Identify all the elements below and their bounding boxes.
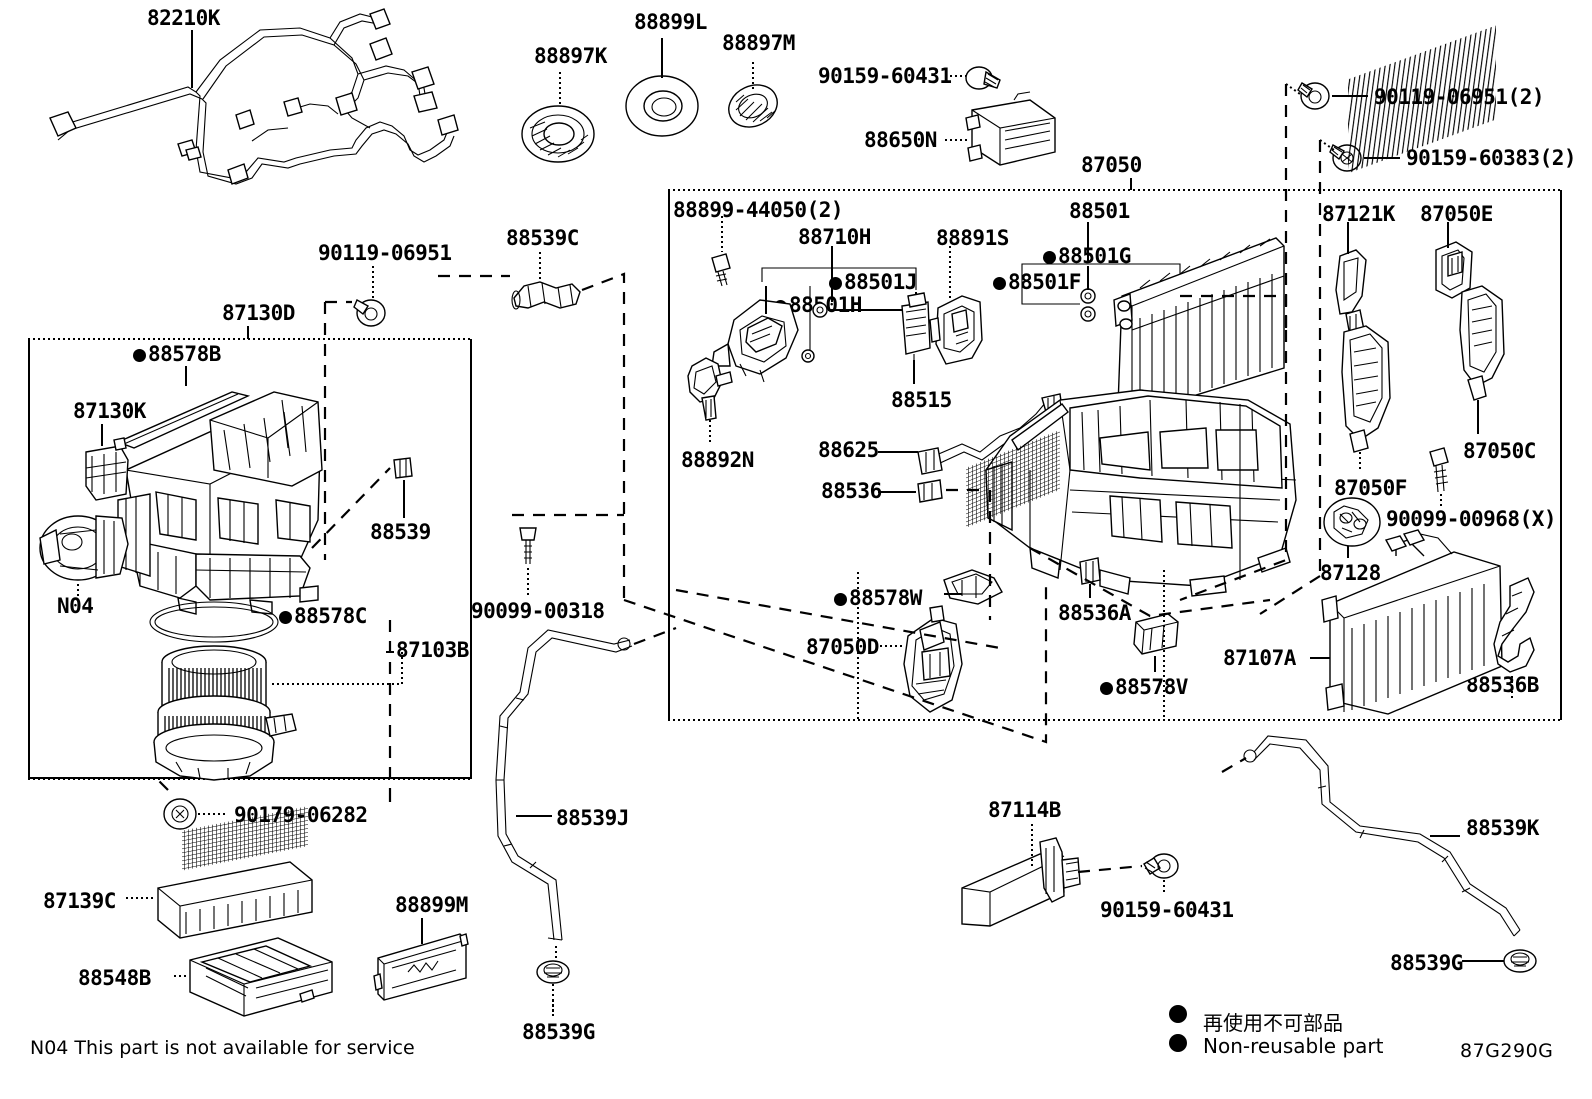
part-90179-06282-nut bbox=[163, 798, 197, 830]
label-90099-00968: 90099-00968(X) bbox=[1386, 507, 1557, 531]
label-90099-00318: 90099-00318 bbox=[471, 599, 605, 623]
label-87050: 87050 bbox=[1081, 153, 1142, 177]
label-88578V: 88578V bbox=[1100, 677, 1188, 698]
label-88899L: 88899L bbox=[634, 10, 707, 34]
label-90119-06951: 90119-06951 bbox=[318, 241, 452, 265]
label-88536: 88536 bbox=[821, 479, 882, 503]
part-88899L-seal bbox=[625, 75, 699, 137]
label-90119-06951-2: 90119-06951(2) bbox=[1374, 85, 1545, 109]
label-90159-60383-2: 90159-60383(2) bbox=[1406, 146, 1577, 170]
part-88539C-hose bbox=[511, 281, 581, 310]
label-88501: 88501 bbox=[1069, 199, 1130, 223]
label-88899-44050-2: 88899-44050(2) bbox=[673, 198, 844, 222]
label-88501F: 88501F bbox=[993, 272, 1081, 293]
label-88539C: 88539C bbox=[506, 226, 579, 250]
label-87121K: 87121K bbox=[1322, 202, 1395, 226]
label-87139C: 87139C bbox=[43, 889, 116, 913]
label-87050E: 87050E bbox=[1420, 202, 1493, 226]
label-88501G: 88501G bbox=[1043, 246, 1131, 267]
part-88899M-cover bbox=[373, 933, 469, 1001]
label-88539G-right: 88539G bbox=[1390, 951, 1463, 975]
label-88515: 88515 bbox=[891, 388, 952, 412]
diagram-code: 87G290G bbox=[1460, 1040, 1554, 1062]
label-N04: N04 bbox=[57, 594, 94, 618]
non-reusable-dot-88578C bbox=[279, 611, 292, 624]
label-87103B: 87103B bbox=[396, 638, 469, 662]
hvac-group-box bbox=[668, 190, 1562, 720]
label-90179-06282: 90179-06282 bbox=[234, 803, 368, 827]
part-88539J-pipe bbox=[495, 629, 633, 941]
part-88897K-seal bbox=[521, 105, 595, 163]
label-87050D: 87050D bbox=[806, 635, 879, 659]
label-87107A: 87107A bbox=[1223, 646, 1296, 670]
label-88897K: 88897K bbox=[534, 44, 607, 68]
label-88892N: 88892N bbox=[681, 448, 754, 472]
label-87128: 87128 bbox=[1320, 561, 1381, 585]
label-88897M: 88897M bbox=[722, 31, 795, 55]
label-88650N: 88650N bbox=[864, 128, 937, 152]
part-90159-60431-screw-top bbox=[965, 66, 1001, 90]
non-reusable-dot-88501G bbox=[1043, 251, 1056, 264]
legend-english: Non-reusable part bbox=[1203, 1034, 1384, 1058]
part-88539G-grommet-left bbox=[536, 960, 570, 984]
non-reusable-dot-88578W bbox=[834, 593, 847, 606]
label-88548B: 88548B bbox=[78, 966, 151, 990]
non-reusable-dot-88501F bbox=[993, 277, 1006, 290]
label-90159-60431-top: 90159-60431 bbox=[818, 64, 952, 88]
part-90119-06951-2-screw bbox=[1297, 82, 1330, 110]
label-88578W: 88578W bbox=[834, 588, 922, 609]
label-88539G-left: 88539G bbox=[522, 1020, 595, 1044]
label-88536A: 88536A bbox=[1058, 601, 1131, 625]
label-88578C: 88578C bbox=[279, 606, 367, 627]
legend-bullet-japanese bbox=[1169, 1005, 1187, 1023]
label-88536B: 88536B bbox=[1466, 673, 1539, 697]
label-87114B: 87114B bbox=[988, 798, 1061, 822]
label-88625: 88625 bbox=[818, 438, 879, 462]
label-88539J: 88539J bbox=[556, 806, 629, 830]
part-90119-06951-screw bbox=[353, 299, 386, 327]
non-reusable-dot-88501H bbox=[774, 300, 787, 313]
non-reusable-dot-88578V bbox=[1100, 682, 1113, 695]
label-82210K: 82210K bbox=[147, 6, 220, 30]
label-88539: 88539 bbox=[370, 520, 431, 544]
part-82210K-wire-harness bbox=[49, 8, 459, 185]
part-88548B-filter-case bbox=[189, 937, 333, 1017]
legend-bullet-english bbox=[1169, 1034, 1187, 1052]
label-88501J: 88501J bbox=[829, 272, 917, 293]
label-90159-60431-bottom: 90159-60431 bbox=[1100, 898, 1234, 922]
part-90159-60383-2-screw bbox=[1329, 144, 1362, 172]
part-88539G-grommet-right bbox=[1503, 949, 1537, 973]
label-88539K: 88539K bbox=[1466, 816, 1539, 840]
label-88710H: 88710H bbox=[798, 225, 871, 249]
label-87130K: 87130K bbox=[73, 399, 146, 423]
label-88501H: 88501H bbox=[774, 295, 862, 316]
part-88650N-amplifier bbox=[965, 91, 1056, 166]
part-90159-60431-screw-bottom bbox=[1143, 853, 1179, 879]
part-88897M-seal bbox=[728, 84, 778, 128]
label-87130D: 87130D bbox=[222, 301, 295, 325]
label-88899M: 88899M bbox=[395, 893, 468, 917]
footnote-n04: N04 This part is not available for servi… bbox=[30, 1037, 415, 1059]
non-reusable-dot-88501J bbox=[829, 277, 842, 290]
label-87050C: 87050C bbox=[1463, 439, 1536, 463]
label-87050F: 87050F bbox=[1334, 476, 1407, 500]
label-88891S: 88891S bbox=[936, 226, 1009, 250]
legend-japanese: 再使用不可部品 bbox=[1203, 1011, 1343, 1035]
label-88578B: 88578B bbox=[133, 344, 221, 365]
non-reusable-dot-88578B bbox=[133, 349, 146, 362]
part-90099-00318-screw bbox=[519, 527, 537, 564]
